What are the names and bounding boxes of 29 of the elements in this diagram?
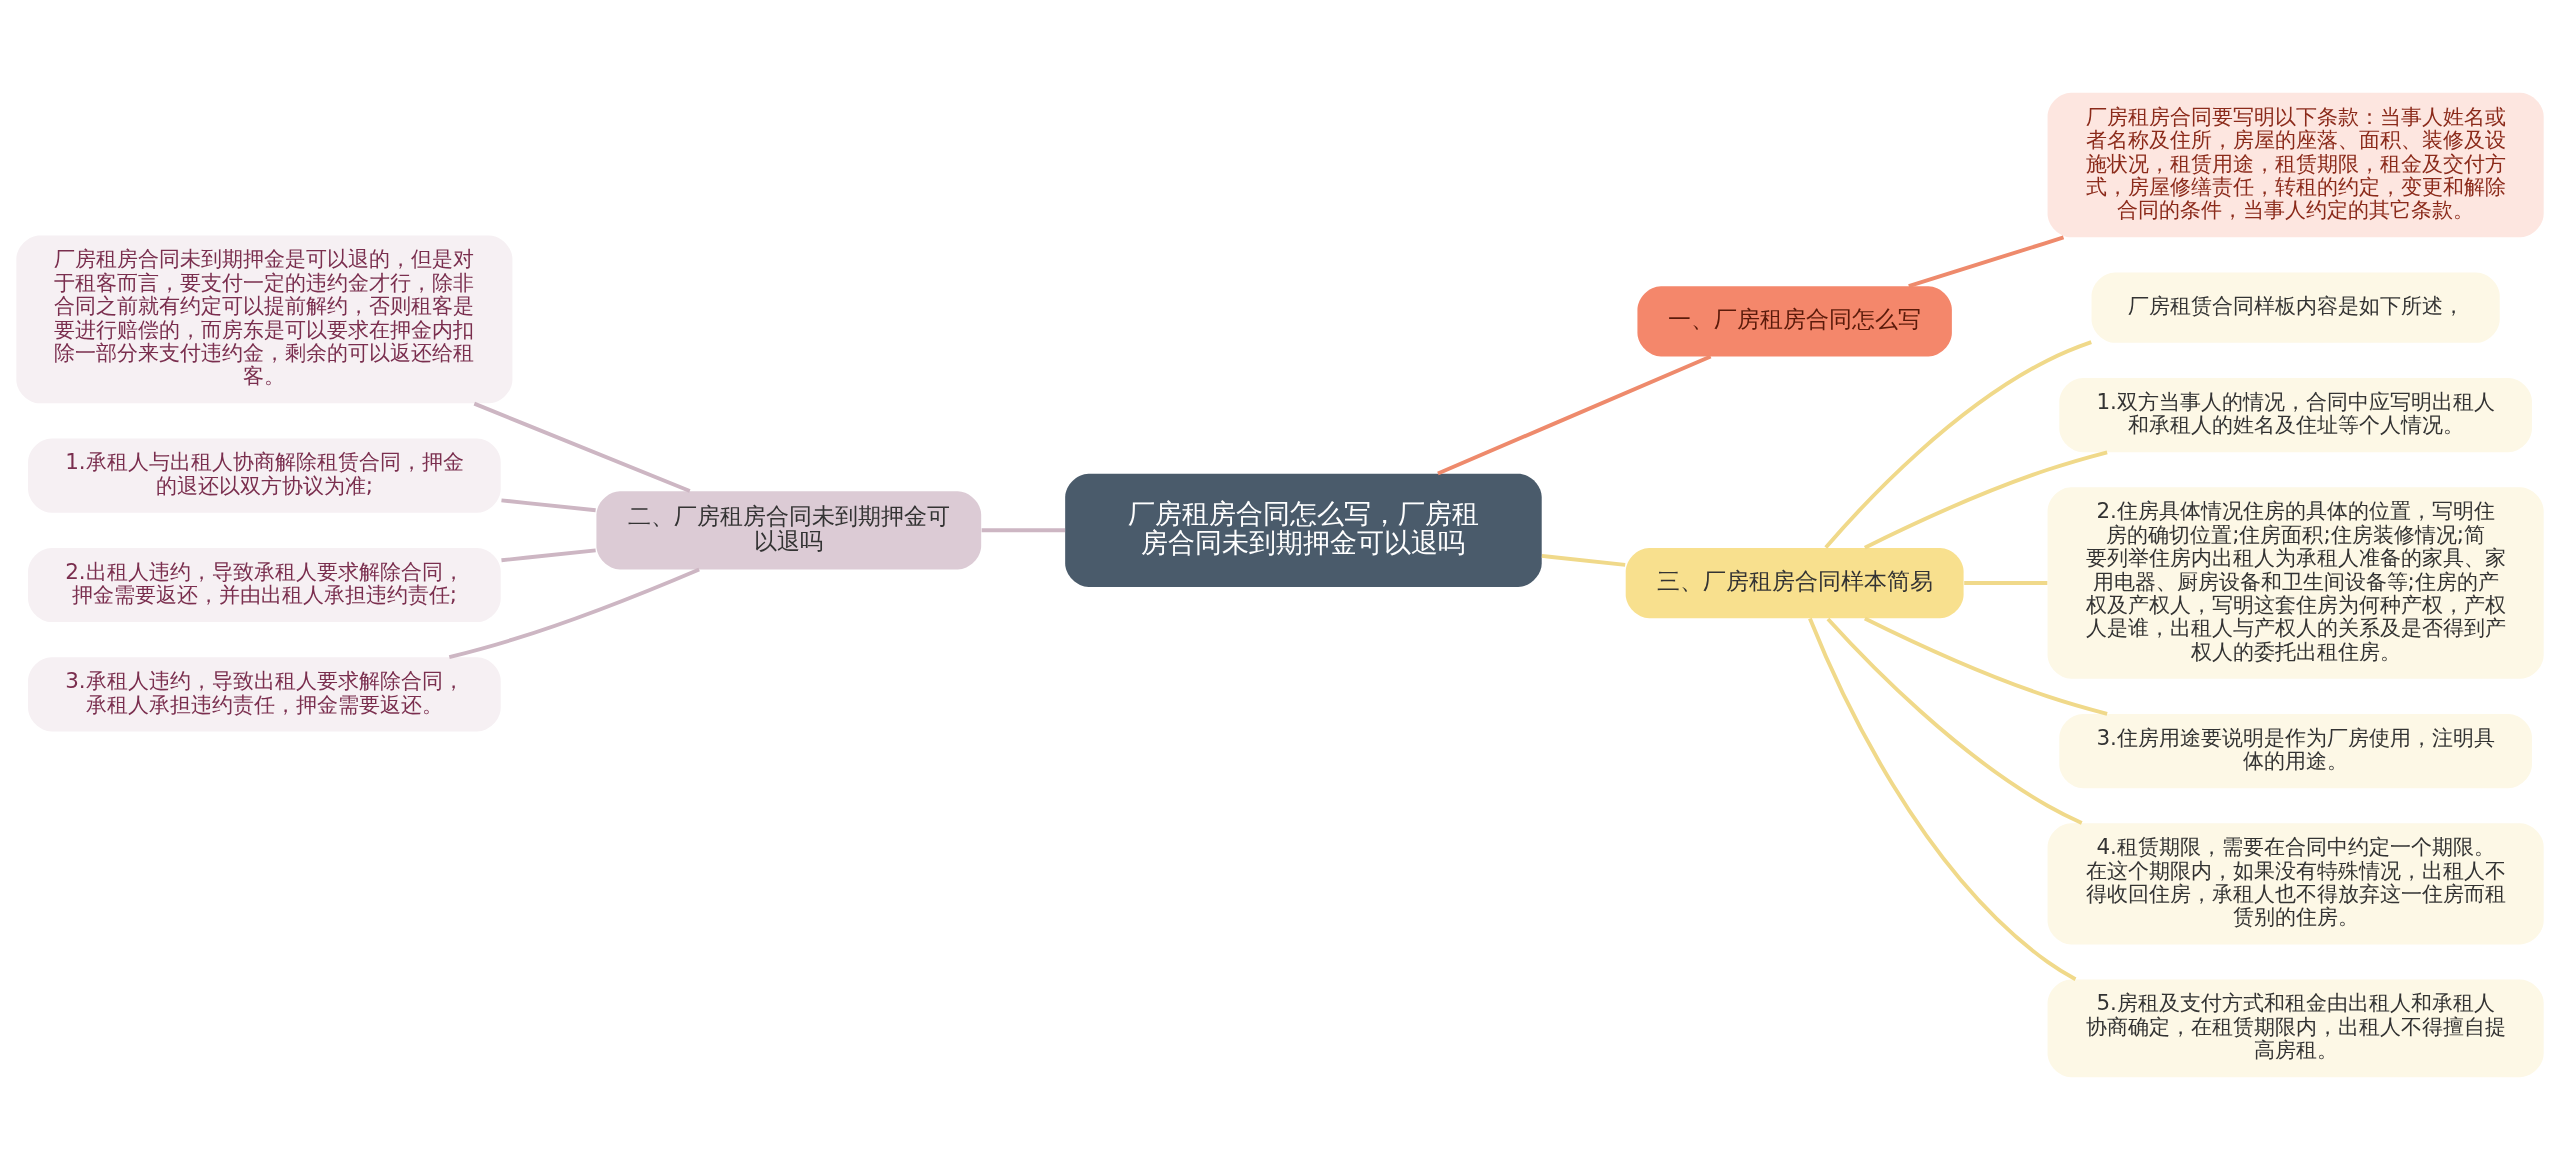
node-box: 1.双方当事人的情况，合同中应写明出租人和承租人的姓名及住址等个人情况。 xyxy=(2059,377,2532,453)
node-box: 一、厂房租房合同怎么写 xyxy=(1637,286,1952,357)
connector xyxy=(1826,617,2083,825)
node-box: 2.住房具体情况住房的具体的位置，写明住房的确切位置;住房面积;住房装修情况;简要列举住房内出租人为承租人准备的家具、家用电器、厨房设备和卫生间设备等;住房的产权及产权人，写明这套住房为何种产权，产权人是谁，出租人与产权人的关系及是否得到产权人的委托出租住房。 xyxy=(2047,487,2544,679)
node-box: 1.承租人与出租人协商解除租赁合同，押金的退还以双方协议为准; xyxy=(28,438,501,513)
node-box: 厂房租房合同要写明以下条款：当事人姓名或者名称及住所，房屋的座落、面积、装修及设施状况，租赁用途，租赁期限，租金及交付方式，房屋修缮责任，转租的约定，变更和解除合同的条件，当事人约定的其它条款。 xyxy=(2047,92,2544,238)
connector xyxy=(501,548,596,563)
node-box: 3.住房用途要说明是作为厂房使用，注明具体的用途。 xyxy=(2059,713,2532,789)
node-box: 3.承租人违约，导致出租人要求解除合同，承租人承担违约责任，押金需要返还。 xyxy=(28,657,501,732)
connector xyxy=(1964,581,2048,585)
connector xyxy=(1908,235,2065,288)
connector xyxy=(473,401,691,493)
connector xyxy=(1863,450,2108,550)
connector xyxy=(1863,616,2108,716)
node-box: 厂房租房合同怎么写，厂房租房合同未到期押金可以退吗 xyxy=(1065,473,1542,587)
node-box: 2.出租人违约，导致承租人要求解除合同，押金需要返还，并由出租人承担违约责任; xyxy=(28,547,501,623)
node-box: 厂房租赁合同样板内容是如下所述， xyxy=(2091,272,2500,343)
node-box: 4.租赁期限，需要在合同中约定一个期限。在这个期限内，如果没有特殊情况，出租人不得收回住房，承租人也不得放弃这一住房而租赁别的住房。 xyxy=(2047,823,2544,945)
connector xyxy=(501,498,596,513)
connector xyxy=(1541,553,1626,567)
node-box: 5.房租及支付方式和租金由出租人和承租人协商确定，在租赁期限内，出租人不得擅自提高房租。 xyxy=(2047,979,2544,1078)
connector xyxy=(448,567,700,660)
connector xyxy=(1437,354,1712,476)
node-box: 三、厂房租房合同样本简易 xyxy=(1625,547,1964,619)
connector xyxy=(1808,617,2077,981)
node-box: 厂房租房合同未到期押金是可以退的，但是对于租客而言，要支付一定的违约金才行，除非合同之前就有约定可以提前解约，否则租客是要进行赔偿的，而房东是可以要求在押金内扣除一部分来支付违约金，剩余的可以返还给租客。 xyxy=(16,235,513,404)
node-box: 二、厂房租房合同未到期押金可以退吗 xyxy=(596,491,982,570)
connector xyxy=(981,528,1066,533)
connector xyxy=(1824,340,2092,549)
